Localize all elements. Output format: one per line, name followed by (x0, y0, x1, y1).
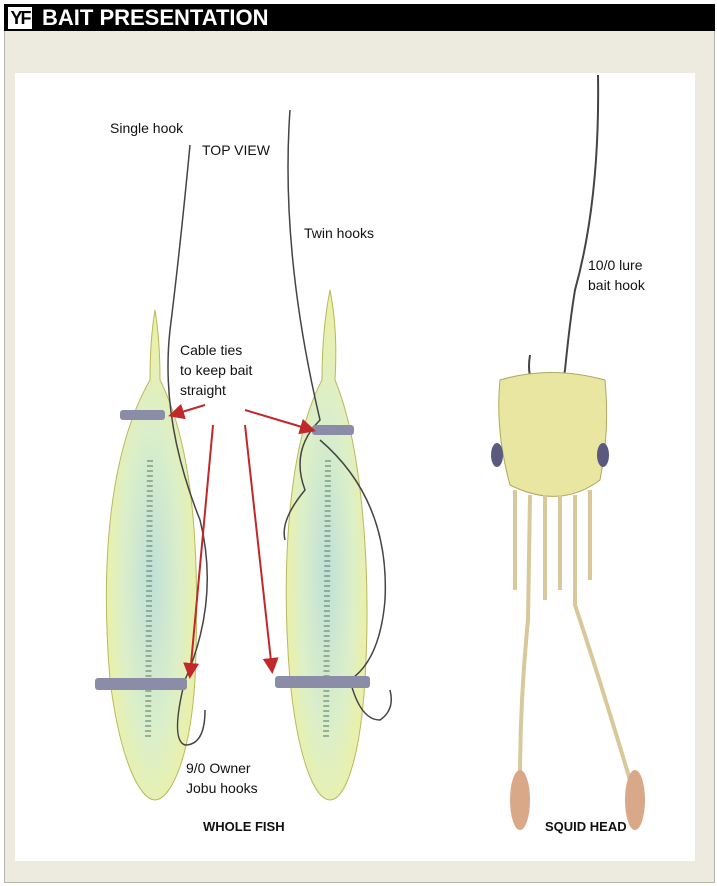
label-line: bait hook (588, 277, 645, 293)
label-owner-hooks: 9/0 Owner Jobu hooks (186, 758, 258, 798)
cable-tie-arrows (168, 403, 316, 679)
whole-fish-single-hook (95, 144, 208, 801)
logo: YF (8, 6, 32, 29)
page-title: BAIT PRESENTATION (42, 4, 269, 30)
caption-squid-head: SQUID HEAD (545, 819, 627, 834)
label-top-view: TOP VIEW (202, 142, 270, 158)
label-lure-hook: 10/0 lure bait hook (588, 255, 645, 295)
label-cable-ties: Cable ties to keep bait straight (180, 340, 252, 400)
label-twin-hooks: Twin hooks (304, 225, 375, 241)
label-line: 9/0 Owner (186, 760, 251, 776)
caption-whole-fish: WHOLE FISH (203, 819, 285, 834)
label-single-hook: Single hook (110, 120, 184, 136)
label-line: Jobu hooks (186, 780, 258, 796)
squid-head (491, 74, 645, 830)
label-line: 10/0 lure (588, 257, 643, 273)
label-line: to keep bait (180, 362, 253, 378)
header-bar: YF BAIT PRESENTATION (4, 4, 715, 31)
label-line: Cable ties (180, 342, 243, 358)
whole-fish-twin-hooks (275, 109, 392, 801)
label-line: straight (180, 382, 226, 398)
